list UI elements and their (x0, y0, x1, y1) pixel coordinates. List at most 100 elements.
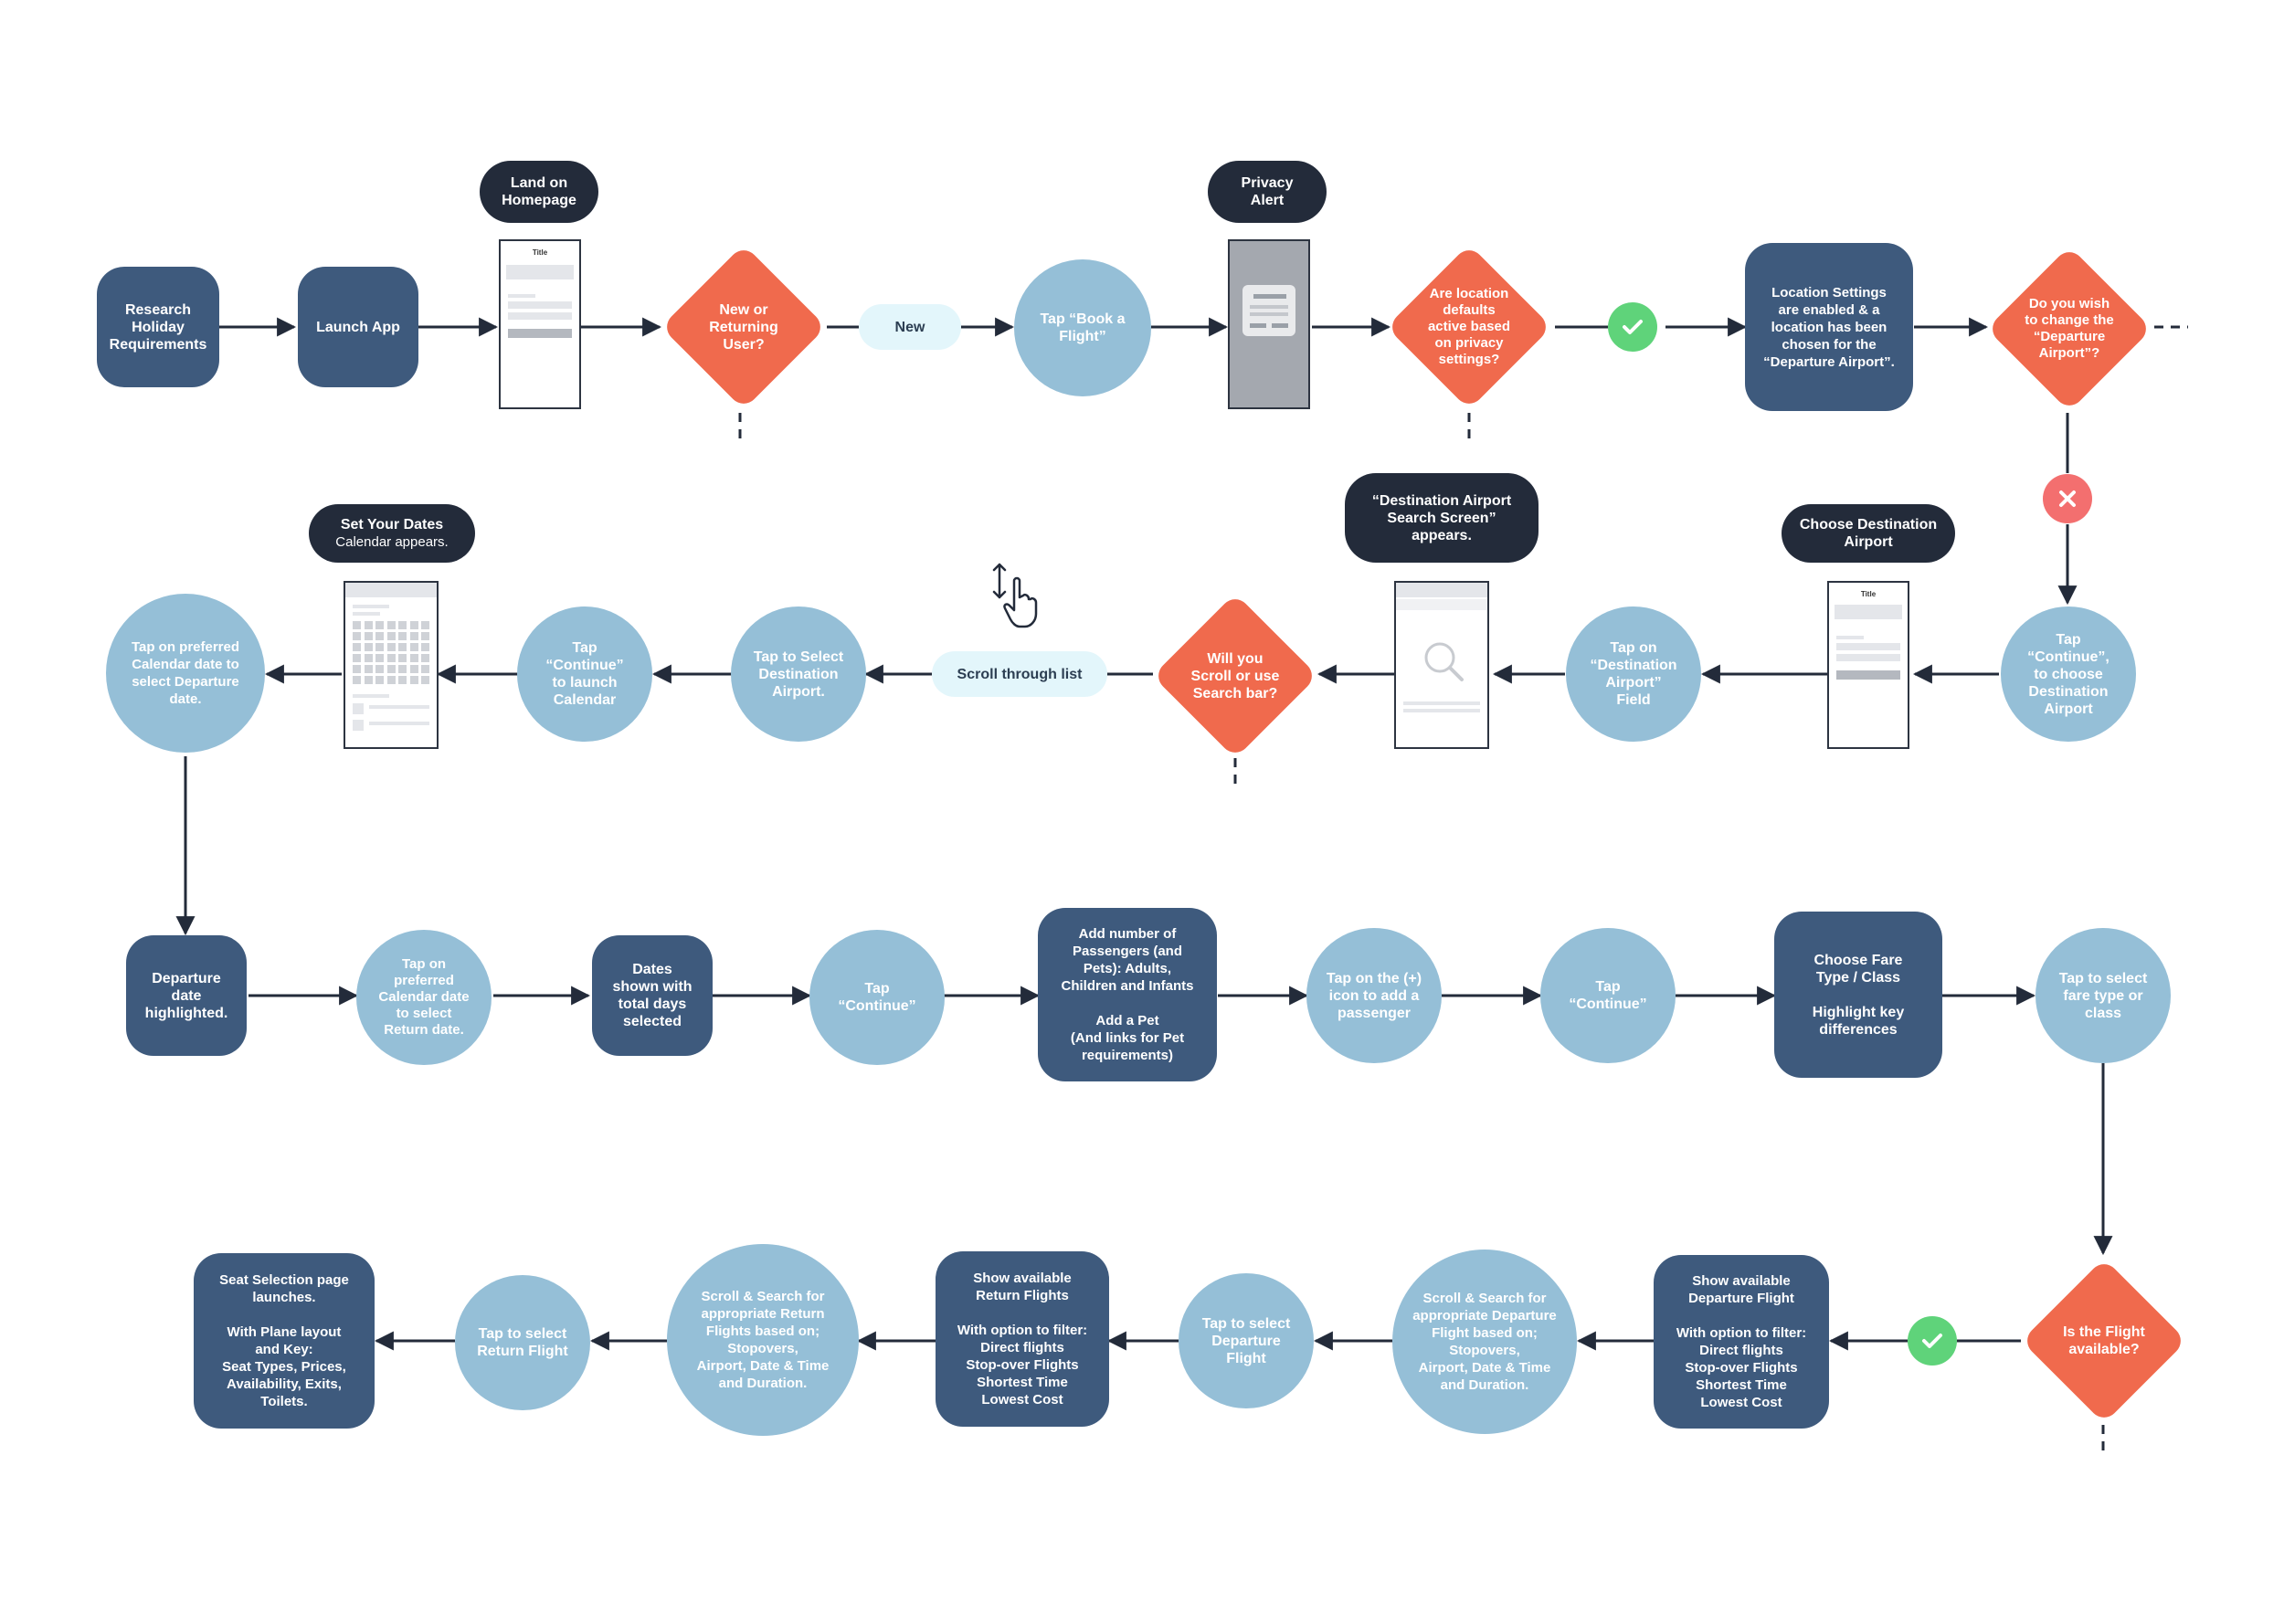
wireframe-line (353, 612, 380, 616)
destination-search-screen-wireframe (1394, 581, 1489, 749)
step-launch-app: Launch App (298, 267, 418, 387)
step-tap-select-destination: Tap to Select Destination Airport. (731, 606, 866, 742)
calendar-cell (375, 621, 384, 629)
step-tap-continue-launch-calendar: Tap “Continue” to launch Calendar (517, 606, 652, 742)
decision-flight-available: Is the Flight available? (2021, 1257, 2187, 1425)
wireframe-line (508, 312, 572, 320)
label-subtitle: Calendar appears. (335, 534, 449, 550)
step-research-holiday: Research Holiday Requirements (97, 267, 219, 387)
wireframe-line (353, 694, 389, 698)
wireframe-block (1396, 583, 1487, 597)
scroll-cursor-icon (989, 561, 1040, 634)
step-tap-continue-destination: Tap “Continue”, to choose Destination Ai… (2001, 606, 2136, 742)
homepage-screen-wireframe: Title (499, 239, 581, 409)
calendar-cell (421, 632, 429, 640)
label-privacy-alert: Privacy Alert (1208, 161, 1327, 223)
pill-scroll-through-list: Scroll through list (932, 651, 1107, 697)
label-title: Set Your Dates (340, 517, 444, 533)
step-show-departure-flights: Show available Departure Flight With opt… (1654, 1255, 1829, 1429)
decision-change-departure: Do you wish to change the “Departure Air… (1984, 246, 2154, 412)
wireframe-block (1835, 605, 1902, 619)
step-dates-shown: Dates shown with total days selected (592, 935, 713, 1056)
calendar-cell (398, 643, 407, 651)
calendar-cell (364, 654, 373, 662)
calendar-cell (364, 665, 373, 673)
step-add-passengers: Add number of Passengers (and Pets): Adu… (1038, 908, 1217, 1081)
decision-new-or-returning: New or Returning User? (660, 244, 828, 410)
calendar-cell (409, 676, 418, 684)
wireframe-line (1403, 709, 1480, 712)
alert-dialog (1242, 285, 1295, 336)
decision-label: Is the Flight available? (2063, 1324, 2145, 1357)
calendar-cell (364, 676, 373, 684)
step-location-settings: Location Settings are enabled & a locati… (1745, 243, 1913, 411)
wireframe-line (1396, 599, 1487, 610)
label-destination-search-screen: “Destination Airport Search Screen” appe… (1345, 473, 1539, 563)
pill-new: New (859, 304, 961, 350)
calendar-cell (398, 676, 407, 684)
calendar-cell (353, 654, 361, 662)
calendar-cell (386, 632, 396, 640)
step-scroll-search-departure: Scroll & Search for appropriate Departur… (1392, 1250, 1577, 1434)
calendar-cell (386, 643, 396, 651)
calendar-screen-wireframe (344, 581, 439, 749)
decision-location-defaults: Are location defaults active based on pr… (1386, 244, 1552, 410)
calendar-cell (421, 643, 429, 651)
wireframe-line (1403, 701, 1480, 705)
calendar-cell (364, 632, 373, 640)
wireframe-button (1272, 323, 1288, 328)
step-tap-select-fare: Tap to select fare type or class (2036, 928, 2171, 1063)
wireframe-line (353, 605, 389, 608)
wireframe-line (369, 722, 429, 725)
decision-label: Are location defaults active based on pr… (1427, 286, 1511, 367)
calendar-cell (353, 676, 361, 684)
calendar-cell (409, 654, 418, 662)
calendar-cell (375, 676, 384, 684)
calendar-cell (386, 654, 396, 662)
step-tap-book-flight: Tap “Book a Flight” (1014, 259, 1151, 396)
wireframe-block (345, 583, 437, 597)
calendar-cell (353, 665, 361, 673)
calendar-cell (398, 654, 407, 662)
step-tap-continue-passengers: Tap “Continue” (1540, 928, 1676, 1063)
wireframe-button (1250, 323, 1266, 328)
step-tap-destination-field: Tap on “Destination Airport” Field (1566, 606, 1701, 742)
step-tap-plus-passenger: Tap on the (+) icon to add a passenger (1306, 928, 1442, 1063)
wireframe-line (1253, 294, 1286, 299)
step-show-return-flights: Show available Return Flights With optio… (936, 1251, 1109, 1427)
step-scroll-search-return: Scroll & Search for appropriate Return F… (667, 1244, 859, 1436)
screen-title: Title (532, 248, 548, 257)
calendar-cell (375, 665, 384, 673)
calendar-cell (353, 643, 361, 651)
step-tap-return-date: Tap on preferred Calendar date to select… (356, 930, 492, 1065)
step-choose-fare-type: Choose Fare Type / Class Highlight key d… (1774, 912, 1942, 1078)
calendar-cell (353, 621, 361, 629)
calendar-cell (375, 654, 384, 662)
calendar-cell (409, 665, 418, 673)
step-departure-highlighted: Departure date highlighted. (126, 935, 247, 1056)
wireframe-line (369, 705, 429, 709)
decision-label: Will you Scroll or use Search bar? (1190, 650, 1280, 701)
calendar-cell (364, 621, 373, 629)
search-icon (1424, 642, 1464, 681)
calendar-cell (409, 621, 418, 629)
calendar-cell (386, 676, 396, 684)
step-tap-select-return-flight: Tap to select Return Flight (455, 1275, 590, 1410)
calendar-cell (386, 665, 396, 673)
wireframe-line (1836, 643, 1900, 650)
calendar-cell (353, 632, 361, 640)
calendar-cell (398, 621, 407, 629)
label-choose-destination: Choose Destination Airport (1782, 504, 1955, 563)
wireframe-button (1836, 670, 1900, 680)
wireframe-button (508, 329, 572, 338)
step-tap-calendar-departure-date: Tap on preferred Calendar date to select… (106, 594, 265, 753)
wireframe-block (506, 265, 574, 279)
close-icon (2043, 474, 2092, 523)
wireframe-line (508, 294, 535, 298)
wireframe-line (1836, 636, 1864, 639)
calendar-cell (398, 665, 407, 673)
wireframe-line (1250, 312, 1288, 316)
calendar-cell (364, 643, 373, 651)
wireframe-line (353, 703, 364, 714)
calendar-cell (375, 643, 384, 651)
